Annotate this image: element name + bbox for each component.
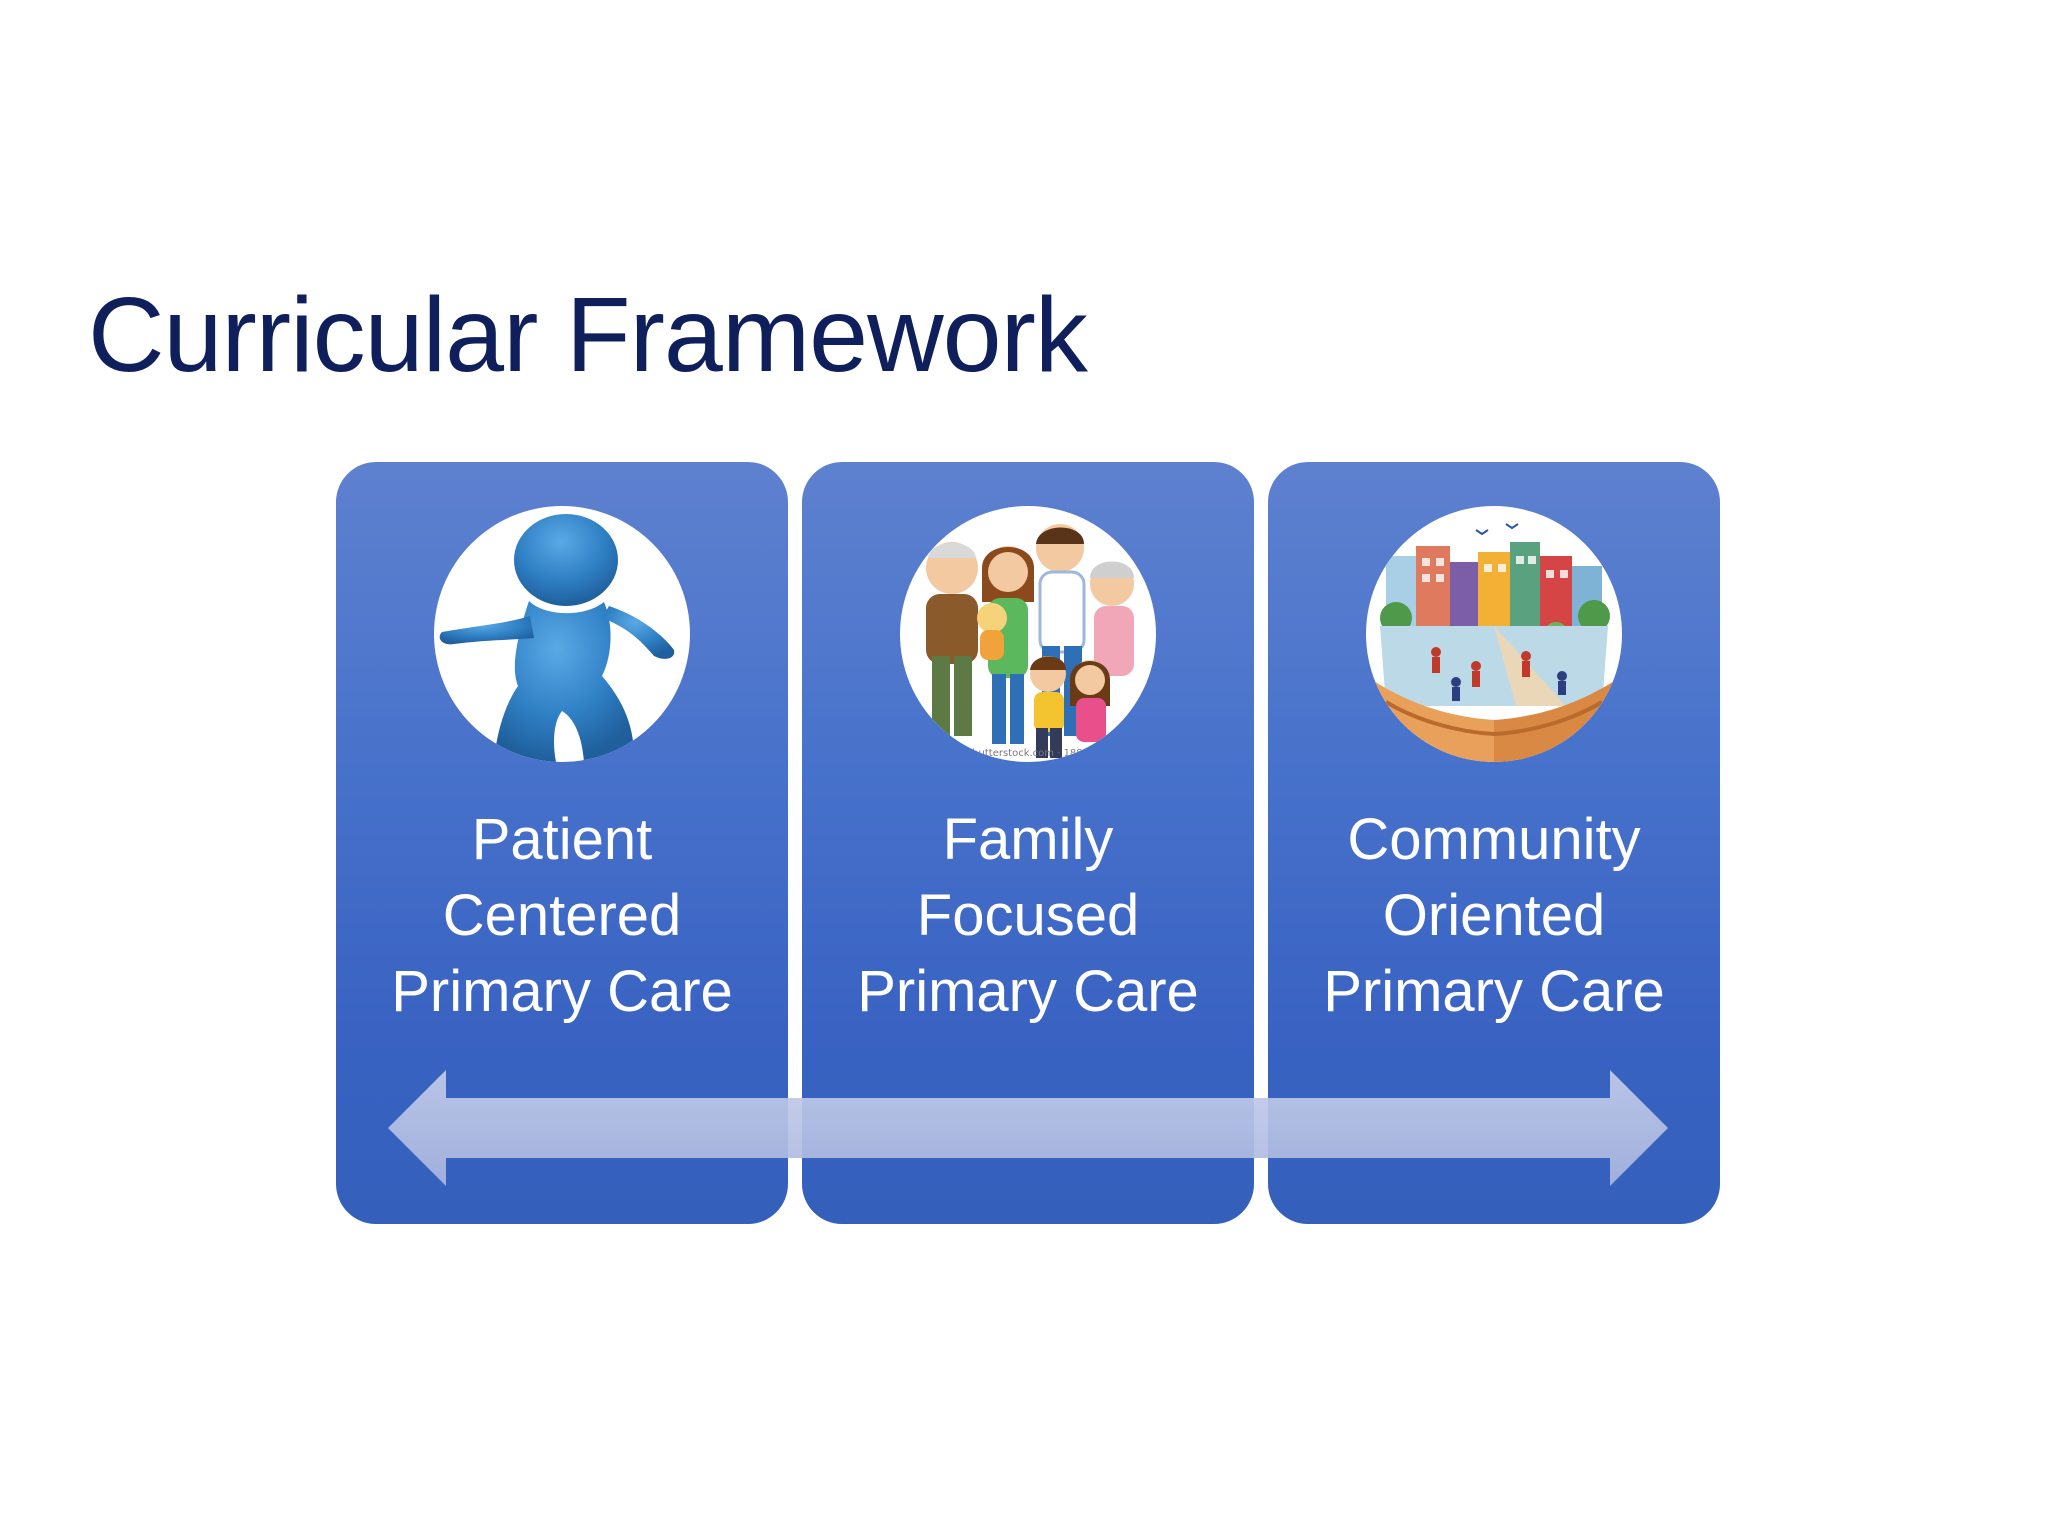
label-line: Community [1347,807,1641,872]
label-line: Primary Care [857,959,1199,1024]
label-line: Primary Care [1323,959,1665,1024]
card-label-patient: Patient Centered Primary Care [336,802,788,1030]
label-line: Primary Care [391,959,733,1024]
card-label-community: Community Oriented Primary Care [1268,802,1720,1030]
card-patient-centered: Patient Centered Primary Care [336,462,788,1224]
watermark-text: shutterstock.com · 1886 [967,748,1089,759]
card-label-family: Family Focused Primary Care [802,802,1254,1030]
card-family-focused: shutterstock.com · 1886 Family Focused P… [802,462,1254,1224]
label-line: Focused [916,883,1140,948]
label-line: Family [942,807,1114,872]
double-headed-arrow-icon [388,1070,1668,1186]
family-group-icon: shutterstock.com · 1886 [900,506,1156,762]
label-line: Oriented [1382,883,1606,948]
slide-title: Curricular Framework [88,276,1088,394]
label-line: Patient [471,807,653,872]
label-line: Centered [442,883,682,948]
community-hands-icon [1366,506,1622,762]
patient-figure-icon [434,506,690,762]
card-community-oriented: Community Oriented Primary Care [1268,462,1720,1224]
